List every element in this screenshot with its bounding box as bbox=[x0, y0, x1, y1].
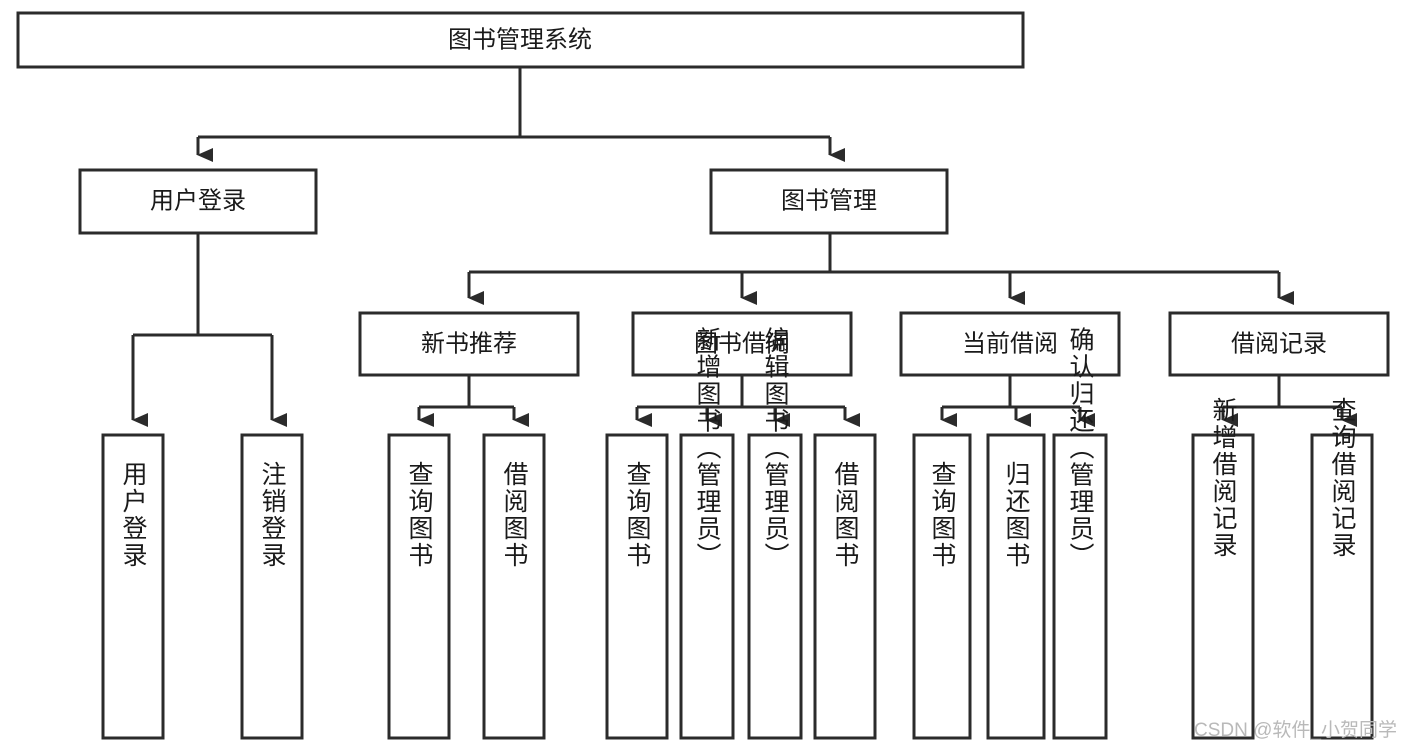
node-current-borrow[interactable]: 当前借阅 bbox=[899, 311, 1121, 377]
node-leaf-confirm-return-admin-box[interactable] bbox=[1052, 433, 1108, 740]
node-user-login-label: 用户登录 bbox=[150, 187, 246, 214]
node-leaf-user-login[interactable]: 用户登录 bbox=[101, 433, 165, 740]
node-leaf-logout-label: 注销登录 bbox=[258, 461, 287, 569]
node-leaf-query-borrow-record-label: 查询借阅记录 bbox=[1328, 397, 1357, 559]
node-leaf-borrow-book-1-label: 借阅图书 bbox=[500, 461, 529, 569]
node-leaf-edit-book-admin[interactable]: 编辑图书（管理员） bbox=[747, 327, 803, 740]
node-leaf-add-borrow-record-box[interactable] bbox=[1191, 433, 1255, 740]
node-current-borrow-label: 当前借阅 bbox=[962, 330, 1058, 357]
node-leaf-query-book-2-label: 查询图书 bbox=[623, 461, 652, 569]
node-book-management[interactable]: 图书管理 bbox=[709, 168, 949, 235]
node-book-borrow-label: 图书借阅 bbox=[694, 330, 790, 357]
node-leaf-query-borrow-record[interactable]: 查询借阅记录 bbox=[1310, 397, 1374, 740]
node-leaf-borrow-book-2-label: 借阅图书 bbox=[831, 461, 860, 569]
node-leaf-user-login-box[interactable] bbox=[101, 433, 165, 740]
node-leaf-return-book[interactable]: 归还图书 bbox=[986, 433, 1046, 740]
node-book-borrow-box[interactable] bbox=[631, 311, 853, 377]
node-leaf-confirm-return-admin-label: 确认归还（管理员） bbox=[1066, 327, 1095, 570]
node-user-login-box[interactable] bbox=[78, 168, 318, 235]
node-leaf-return-book-label: 归还图书 bbox=[1002, 461, 1031, 569]
node-current-borrow-box[interactable] bbox=[899, 311, 1121, 377]
node-book-management-label: 图书管理 bbox=[781, 187, 877, 214]
node-new-book-recommend[interactable]: 新书推荐 bbox=[358, 311, 580, 377]
node-leaf-query-borrow-record-box[interactable] bbox=[1310, 433, 1374, 740]
node-leaf-logout-box[interactable] bbox=[240, 433, 304, 740]
node-leaf-query-book-1-box[interactable] bbox=[387, 433, 451, 740]
node-leaf-borrow-book-2-box[interactable] bbox=[813, 433, 877, 740]
node-leaf-edit-book-admin-label: 编辑图书（管理员） bbox=[761, 327, 790, 570]
node-borrow-records[interactable]: 借阅记录 bbox=[1168, 311, 1390, 377]
node-leaf-query-book-1-label: 查询图书 bbox=[405, 461, 434, 569]
connector-group bbox=[131, 67, 1357, 427]
node-book-borrow[interactable]: 图书借阅 bbox=[631, 311, 853, 377]
node-leaf-user-login-label: 用户登录 bbox=[119, 461, 148, 569]
node-leaf-confirm-return-admin[interactable]: 确认归还（管理员） bbox=[1052, 327, 1108, 740]
node-borrow-records-box[interactable] bbox=[1168, 311, 1390, 377]
node-leaf-query-book-2[interactable]: 查询图书 bbox=[605, 433, 669, 740]
node-leaf-logout[interactable]: 注销登录 bbox=[240, 433, 304, 740]
node-leaf-edit-book-admin-box[interactable] bbox=[747, 433, 803, 740]
node-leaf-add-borrow-record-label: 新增借阅记录 bbox=[1209, 397, 1238, 559]
node-new-book-recommend-box[interactable] bbox=[358, 311, 580, 377]
node-leaf-add-book-admin[interactable]: 新增图书（管理员） bbox=[679, 327, 735, 740]
node-leaf-query-book-3-box[interactable] bbox=[912, 433, 972, 740]
node-leaf-query-book-3[interactable]: 查询图书 bbox=[912, 433, 972, 740]
node-leaf-borrow-book-1[interactable]: 借阅图书 bbox=[482, 433, 546, 740]
node-root-box[interactable] bbox=[16, 11, 1025, 69]
node-leaf-add-book-admin-label: 新增图书（管理员） bbox=[693, 327, 722, 570]
node-leaf-query-book-1[interactable]: 查询图书 bbox=[387, 433, 451, 740]
node-leaf-add-borrow-record[interactable]: 新增借阅记录 bbox=[1191, 397, 1255, 740]
node-new-book-recommend-label: 新书推荐 bbox=[421, 330, 517, 357]
node-borrow-records-label: 借阅记录 bbox=[1231, 330, 1327, 357]
node-user-login[interactable]: 用户登录 bbox=[78, 168, 318, 235]
node-leaf-borrow-book-1-box[interactable] bbox=[482, 433, 546, 740]
node-root[interactable]: 图书管理系统 bbox=[16, 11, 1025, 69]
node-leaf-query-book-3-label: 查询图书 bbox=[928, 461, 957, 569]
node-leaf-return-book-box[interactable] bbox=[986, 433, 1046, 740]
node-book-management-box[interactable] bbox=[709, 168, 949, 235]
node-leaf-add-book-admin-box[interactable] bbox=[679, 433, 735, 740]
node-root-label: 图书管理系统 bbox=[448, 26, 592, 53]
node-leaf-query-book-2-box[interactable] bbox=[605, 433, 669, 740]
node-leaf-borrow-book-2[interactable]: 借阅图书 bbox=[813, 433, 877, 740]
